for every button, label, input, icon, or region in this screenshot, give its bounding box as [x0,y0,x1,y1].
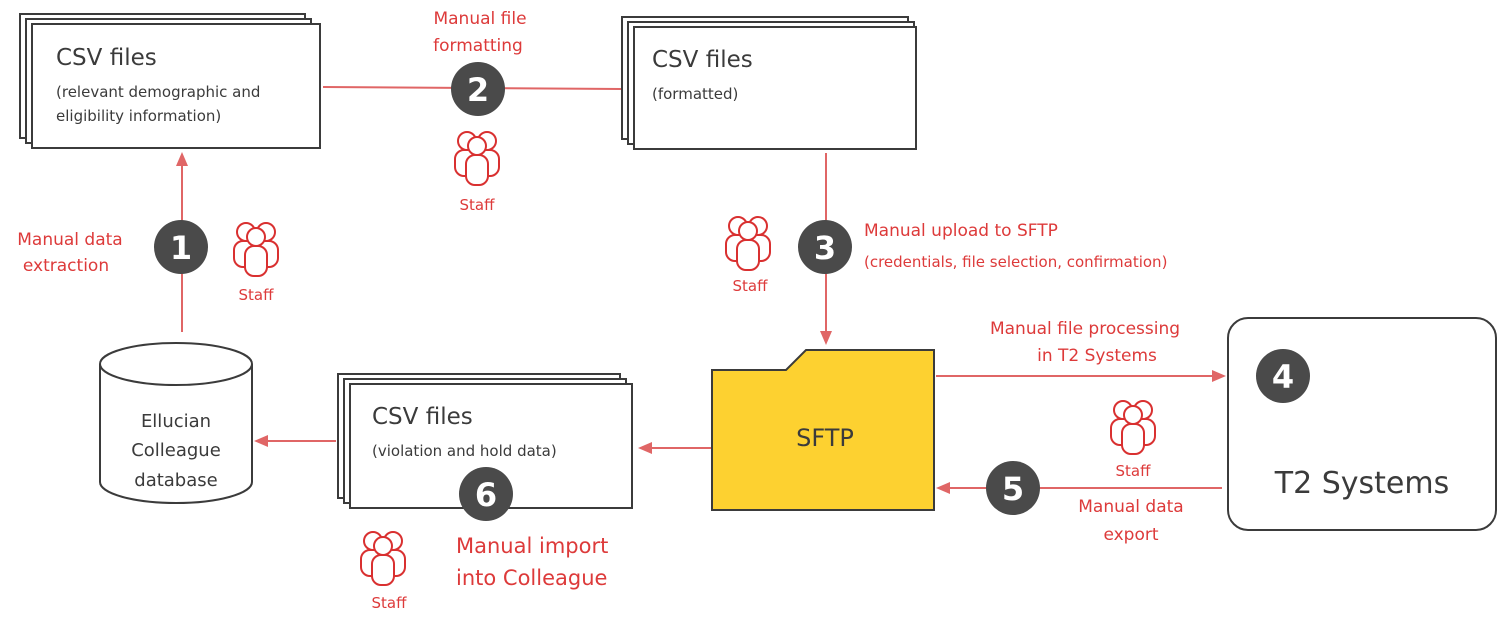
csv-violation-desc: (violation and hold data) [372,442,557,460]
step-5-staff-icon [1110,400,1156,455]
database-label-line2: Colleague [131,440,221,461]
step-3-number: 3 [814,229,836,267]
csv-formatted-stack: CSV files (formatted) [621,16,917,150]
sftp-label: SFTP [796,424,854,452]
arrow-sftp-to-t2 [936,370,1226,382]
step-2-staff-label: Staff [460,196,496,214]
step-6: 6 Manual import into Colleague Staff [360,467,608,612]
step-6-label-line2: into Colleague [456,566,607,590]
step-3-label-line1: Manual upload to SFTP [864,221,1058,241]
csv-formatted-desc: (formatted) [652,85,738,103]
step-3-staff-label: Staff [733,277,769,295]
database-label-line1: Ellucian [141,411,211,432]
step-6-staff-icon [360,531,406,586]
step-1-label-line2: extraction [23,256,109,276]
sftp-folder: SFTP [711,349,935,511]
step-5: 5 Manual data export Staff [986,400,1184,545]
step-3-label-line2: (credentials, file selection, confirmati… [864,253,1167,271]
arrow-t2-to-sftp [936,482,1222,494]
step-1: 1 Manual data extraction Staff [17,220,279,304]
step-6-staff-label: Staff [372,594,408,612]
csv-violation-title: CSV files [372,404,473,430]
step-3: 3 Manual upload to SFTP (credentials, fi… [725,216,1167,295]
csv-source-desc-line2: eligibility information) [56,107,221,125]
step-2-number: 2 [467,71,489,109]
step-3-staff-icon [725,216,771,271]
step-4-label-line2: in T2 Systems [1037,346,1157,366]
arrow-csv-violation-to-db [254,435,336,447]
step-2-label-line2: formatting [433,36,523,56]
database-cylinder: Ellucian Colleague database [99,342,253,504]
step-6-number: 6 [475,476,497,514]
step-5-staff-label: Staff [1116,462,1152,480]
step-4-label-line1: Manual file processing [990,319,1180,339]
t2-systems-box: T2 Systems [1227,317,1497,531]
arrow-sftp-to-csv-violation [638,442,712,454]
step-1-staff-icon [233,222,279,277]
step-5-label-line1: Manual data [1078,497,1183,517]
step-5-label-line2: export [1103,525,1158,545]
step-1-label-line1: Manual data [17,230,122,250]
step-4: 4 Manual file processing in T2 Systems [990,319,1310,403]
step-2: 2 Manual file formatting Staff [433,9,526,214]
csv-source-desc-line1: (relevant demographic and [56,83,260,101]
step-6-label-line1: Manual import [456,534,608,558]
csv-source-stack: CSV files (relevant demographic and elig… [19,13,321,149]
csv-source-title: CSV files [56,45,157,71]
t2-systems-label: T2 Systems [1274,466,1449,501]
step-5-number: 5 [1002,470,1024,508]
step-4-number: 4 [1272,358,1294,396]
step-2-staff-icon [454,131,500,186]
step-1-number: 1 [170,229,192,267]
csv-formatted-title: CSV files [652,47,753,73]
step-1-staff-label: Staff [239,286,275,304]
database-label-line3: database [134,470,217,491]
step-2-label-line1: Manual file [433,9,526,29]
